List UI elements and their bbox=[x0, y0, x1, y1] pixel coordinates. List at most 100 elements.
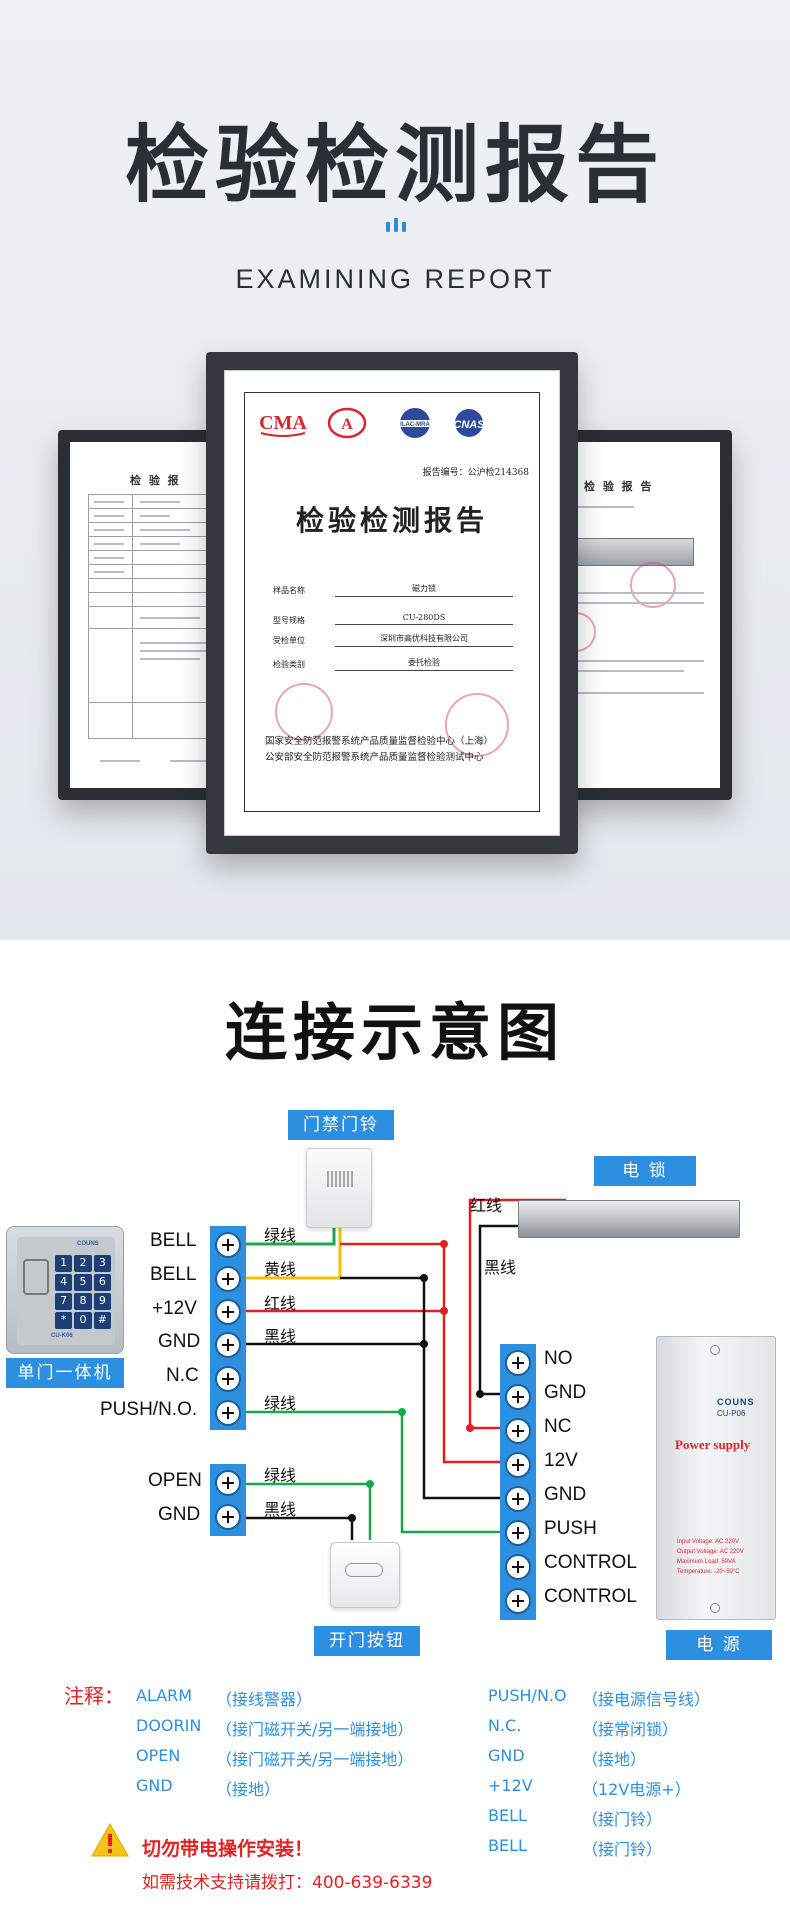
keypad-key[interactable]: 8 bbox=[74, 1293, 92, 1310]
keypad-key[interactable]: 4 bbox=[55, 1274, 73, 1291]
keypad-key[interactable]: 5 bbox=[74, 1274, 92, 1291]
certification-logos: CMA A ILAC-MRA bbox=[253, 407, 533, 451]
keypad-keys: 1 2 3 4 5 6 7 8 9 * 0 # bbox=[55, 1255, 111, 1329]
keypad-key[interactable]: 2 bbox=[74, 1255, 92, 1272]
power-spec: Input Voltage: AC 220V bbox=[677, 1539, 740, 1545]
svg-text:ILAC-MRA: ILAC-MRA bbox=[400, 422, 430, 428]
wire-junction bbox=[440, 1307, 448, 1315]
terminal-screw-icon bbox=[505, 1554, 531, 1580]
svg-text:CMA: CMA bbox=[259, 412, 307, 434]
connection-title: 连接示意图 bbox=[224, 996, 565, 1069]
main-certificate-page: CMA A ILAC-MRA bbox=[244, 392, 540, 812]
right-certificate-frame: 检 验 报 告 bbox=[560, 430, 732, 800]
note-desc: （接常闭锁） bbox=[582, 1720, 679, 1739]
page-title: 检验检测报告 bbox=[124, 116, 665, 214]
key-icon bbox=[345, 1563, 383, 1577]
wire-label: 绿线 bbox=[264, 1226, 297, 1245]
field-model: 型号规格 CU-280DS bbox=[273, 613, 513, 629]
terminal-label: NO bbox=[544, 1348, 573, 1369]
keypad-key[interactable]: 6 bbox=[93, 1274, 111, 1291]
warning-icon bbox=[90, 1822, 130, 1858]
keypad-key[interactable]: * bbox=[55, 1312, 73, 1329]
left-doc-title: 检 验 报 bbox=[130, 474, 181, 487]
wire-red-12v bbox=[246, 1309, 500, 1464]
field-client: 受检单位 深圳市高优科技有限公司 bbox=[273, 633, 513, 649]
field-value: 委托检验 bbox=[335, 657, 513, 671]
support-phone: 如需技术支持请拨打：400-639-6339 bbox=[142, 1873, 433, 1893]
power-spec: Maximum Load: 50VA bbox=[677, 1559, 736, 1565]
terminal-screw-icon bbox=[215, 1332, 241, 1358]
magnetic-lock bbox=[518, 1200, 740, 1238]
keypad-key[interactable]: 1 bbox=[55, 1255, 73, 1272]
terminal-screw-icon bbox=[215, 1299, 241, 1325]
terminal-screw-icon bbox=[505, 1418, 531, 1444]
terminal-screw-icon bbox=[505, 1588, 531, 1614]
wire-junction bbox=[348, 1514, 356, 1522]
terminal-label: GND bbox=[544, 1484, 587, 1505]
page-subtitle: EXAMINING REPORT bbox=[235, 264, 555, 294]
lock-photo bbox=[574, 538, 694, 566]
keypad-key[interactable]: 3 bbox=[93, 1255, 111, 1272]
terminal-label: GND bbox=[158, 1331, 201, 1352]
note-desc: （12V电源+） bbox=[582, 1780, 691, 1799]
note-desc: （接门铃） bbox=[582, 1810, 663, 1829]
report-number: 报告编号：公沪检214368 bbox=[422, 468, 529, 478]
wire-label: 黑线 bbox=[484, 1258, 517, 1277]
terminal-screw-icon bbox=[215, 1232, 241, 1258]
left-certificate-page: 检 验 报 bbox=[70, 442, 222, 788]
wire-green-push bbox=[246, 1410, 500, 1534]
note-desc: （接门铃） bbox=[582, 1840, 663, 1859]
terminal-label: OPEN bbox=[148, 1470, 202, 1491]
terminal-screw-icon bbox=[505, 1384, 531, 1410]
right-certificate-page: 检 验 报 告 bbox=[570, 442, 720, 788]
power-spec: Temperature: -20~50°C bbox=[677, 1569, 740, 1575]
cnas-logo: CNAS bbox=[445, 407, 497, 441]
wire-junction bbox=[420, 1274, 428, 1282]
wire-black-open bbox=[246, 1516, 354, 1540]
power-model: CU-P06 bbox=[717, 1409, 746, 1418]
wire-black-gnd bbox=[246, 1342, 500, 1500]
power-terminal-block bbox=[500, 1344, 536, 1620]
terminal-screw-icon bbox=[215, 1266, 241, 1292]
terminal-label: GND bbox=[544, 1382, 587, 1403]
controller-terminal-block bbox=[210, 1226, 246, 1430]
screw-icon bbox=[710, 1603, 720, 1613]
keypad-key[interactable]: 0 bbox=[74, 1312, 92, 1329]
doorbell-device bbox=[306, 1148, 372, 1228]
note-desc: （接门磁开关/另一端接地） bbox=[216, 1720, 414, 1739]
wire-label: 绿线 bbox=[264, 1466, 297, 1485]
note-term: ALARM bbox=[136, 1686, 193, 1705]
terminal-screw-icon bbox=[505, 1350, 531, 1376]
exit-button-tag: 开门按钮 bbox=[314, 1626, 420, 1656]
certificate-title: 检验检测报告 bbox=[295, 504, 488, 537]
keypad-brand: COUNS bbox=[77, 1241, 99, 1247]
screw-icon bbox=[710, 1345, 720, 1355]
lock-tag: 电 锁 bbox=[594, 1156, 696, 1186]
speaker-grille-icon bbox=[327, 1171, 353, 1187]
note-term: PUSH/N.O bbox=[488, 1686, 567, 1705]
terminal-label: PUSH bbox=[544, 1518, 597, 1539]
field-key: 型号规格 bbox=[273, 616, 305, 625]
terminal-label: CONTROL bbox=[544, 1552, 637, 1573]
access-bell-tag: 门禁门铃 bbox=[288, 1110, 394, 1140]
power-specs: Input Voltage: AC 220V Output Voltage: A… bbox=[677, 1537, 744, 1577]
wire-label: 黄线 bbox=[264, 1260, 297, 1279]
terminal-screw-icon bbox=[505, 1520, 531, 1546]
wire-junction bbox=[398, 1408, 406, 1416]
wire-junction bbox=[366, 1480, 374, 1488]
field-key: 受检单位 bbox=[273, 636, 305, 645]
cma-logo: CMA bbox=[257, 407, 309, 441]
keypad-key[interactable]: 7 bbox=[55, 1293, 73, 1310]
stamp bbox=[275, 683, 333, 741]
terminal-label: CONTROL bbox=[544, 1586, 637, 1607]
note-term: GND bbox=[136, 1776, 173, 1795]
keypad-key[interactable]: # bbox=[93, 1312, 111, 1329]
field-value: 磁力锁 bbox=[335, 583, 513, 597]
keypad-key[interactable]: 9 bbox=[93, 1293, 111, 1310]
button-terminal-block bbox=[210, 1464, 246, 1536]
terminal-label: +12V bbox=[152, 1298, 197, 1319]
power-brand: COUNS bbox=[717, 1397, 755, 1407]
svg-text:A: A bbox=[341, 416, 353, 433]
terminal-screw-icon bbox=[215, 1504, 241, 1530]
